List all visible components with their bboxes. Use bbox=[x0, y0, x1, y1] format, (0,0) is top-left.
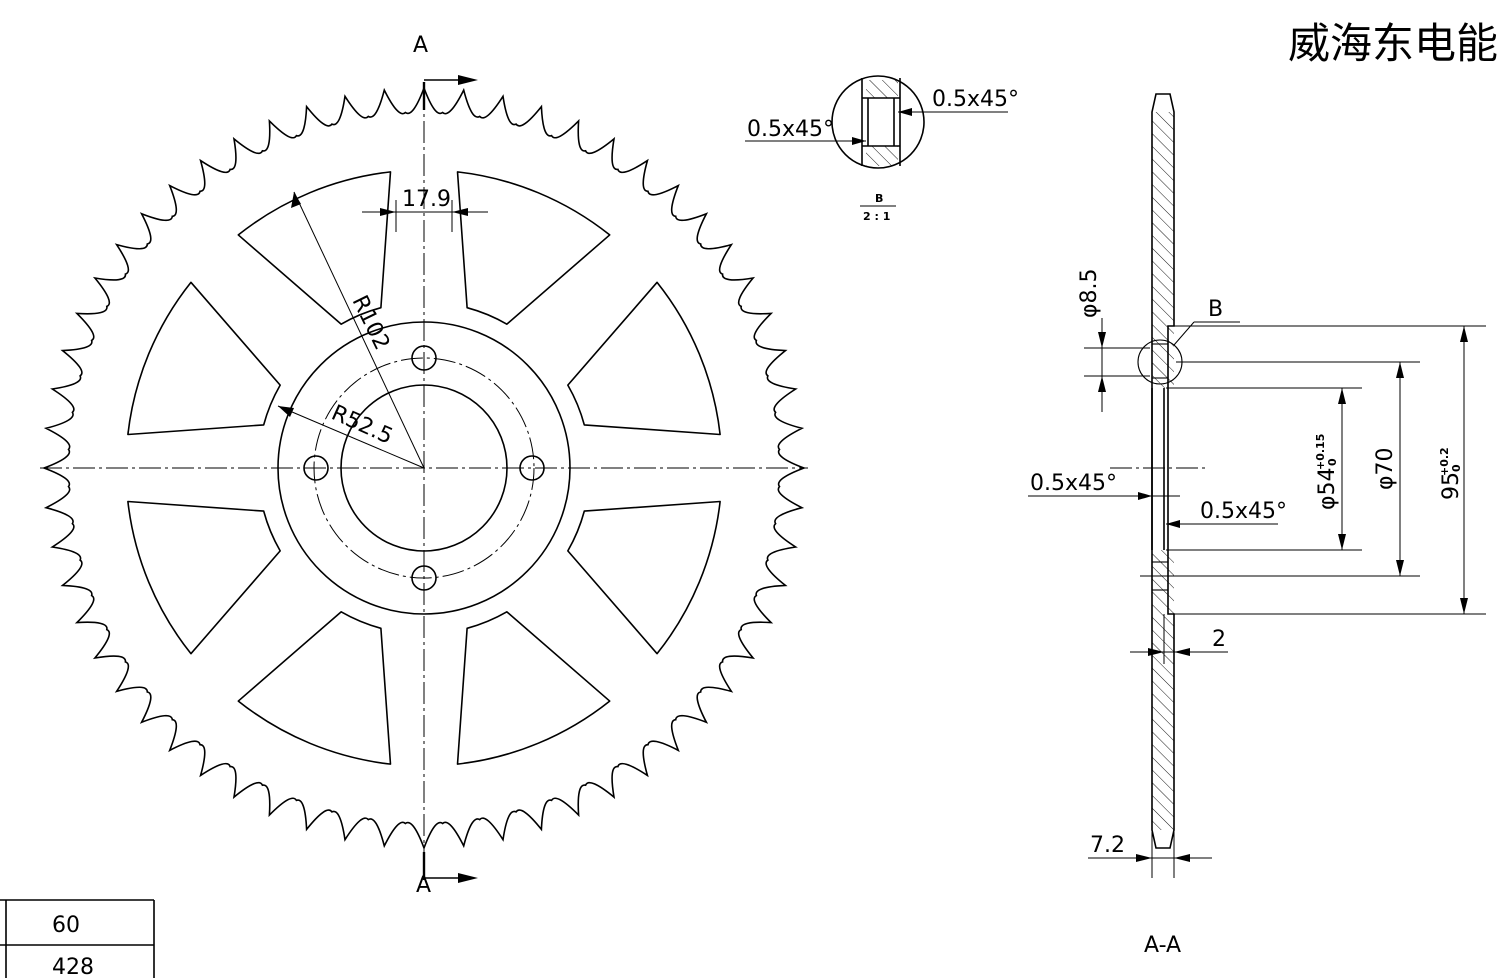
front-view: R102 R52.5 17.9 A A bbox=[40, 33, 808, 898]
hub-outer-circle bbox=[277, 321, 571, 615]
detail-b-circle bbox=[831, 75, 925, 169]
spoke-window-3 bbox=[567, 500, 721, 655]
spoke-width-arrow-left bbox=[380, 208, 396, 216]
r102-label: R102 bbox=[347, 292, 395, 354]
bore-arrow-top bbox=[1338, 388, 1346, 404]
thickness-label: 7.2 bbox=[1090, 833, 1125, 858]
detail-b-arrow-right bbox=[898, 108, 912, 116]
bore-arrow-bot bbox=[1338, 534, 1346, 550]
thickness-arrow-left bbox=[1136, 854, 1152, 862]
section-chamfer-right: 0.5x45° bbox=[1200, 499, 1287, 524]
pcd-arrow-top bbox=[1396, 362, 1404, 378]
hub-tol-upper: +0.2 bbox=[1438, 447, 1451, 476]
spoke-window-8 bbox=[237, 171, 392, 325]
hole-dia-label: φ8.5 bbox=[1077, 269, 1102, 319]
section-arrow-top-head bbox=[458, 75, 478, 85]
r525-arrow bbox=[278, 406, 294, 417]
step-label: 2 bbox=[1212, 627, 1226, 652]
r525-label: R52.5 bbox=[328, 401, 397, 450]
detail-b-label: B bbox=[875, 192, 883, 205]
step-arrow-left bbox=[1148, 648, 1164, 656]
bolt-hole-top bbox=[411, 345, 437, 371]
section-chamfer-left: 0.5x45° bbox=[1030, 471, 1117, 496]
section-chamfer-right-arrow bbox=[1166, 520, 1180, 528]
spec-table: 60 428 bbox=[0, 899, 155, 978]
pcd-arrow-bot bbox=[1396, 560, 1404, 576]
bore-circle bbox=[340, 384, 508, 552]
company-title: 威海东电能 bbox=[1288, 19, 1498, 68]
section-arrow-bottom-head bbox=[458, 873, 478, 883]
spec-table-chain: 428 bbox=[52, 955, 94, 978]
r102-dim-line bbox=[293, 191, 425, 469]
spoke-window-5 bbox=[237, 611, 392, 765]
pcd-label: φ70 bbox=[1373, 447, 1398, 490]
bore-dia-label: φ54 bbox=[1315, 467, 1340, 510]
section-mark-bottom: A bbox=[416, 873, 431, 898]
r525-dim-line bbox=[277, 405, 425, 469]
hub-arrow-bot bbox=[1460, 598, 1468, 614]
bolt-hole-right bbox=[519, 455, 545, 481]
detail-b-hatch-top bbox=[866, 80, 898, 98]
thickness-arrow-right bbox=[1174, 854, 1190, 862]
bore-tol-lower: 0 bbox=[1326, 458, 1339, 466]
bolt-hole-left bbox=[303, 455, 329, 481]
section-mark-top: A bbox=[413, 33, 428, 58]
spoke-windows bbox=[127, 171, 721, 765]
spoke-window-6 bbox=[127, 500, 281, 655]
spoke-width-arrow-right bbox=[452, 208, 468, 216]
detail-b-marker-leader bbox=[1173, 321, 1195, 346]
hub-arrow-top bbox=[1460, 326, 1468, 342]
hole-dia-arrow-top bbox=[1098, 332, 1106, 348]
spoke-width-label: 17.9 bbox=[402, 187, 451, 212]
section-view: B φ8.5 0.5x45° 0.5x45° φ54 +0.15 0 bbox=[1028, 93, 1486, 958]
detail-b-chamfer-right: 0.5x45° bbox=[932, 87, 1019, 112]
detail-b-arrow-left bbox=[852, 137, 866, 145]
detail-b-view: 0.5x45° 0.5x45° B 2 : 1 bbox=[745, 75, 1019, 223]
bolt-pitch-circle bbox=[313, 357, 535, 579]
section-body-lower bbox=[1152, 592, 1174, 830]
bolt-hole-bottom bbox=[411, 565, 437, 591]
section-body-upper bbox=[1152, 112, 1174, 344]
spec-table-teeth: 60 bbox=[52, 913, 80, 938]
section-detail-ref: B bbox=[1208, 297, 1223, 322]
detail-b-chamfer-left: 0.5x45° bbox=[747, 117, 834, 142]
spoke-window-1 bbox=[456, 171, 611, 325]
spoke-window-2 bbox=[567, 281, 721, 436]
r102-arrow bbox=[291, 192, 301, 208]
hub-dia-label: 95 bbox=[1439, 472, 1464, 500]
section-label: A-A bbox=[1144, 933, 1181, 958]
hub-tol-lower: 0 bbox=[1450, 464, 1463, 472]
detail-b-hatch-bottom bbox=[866, 146, 898, 166]
spoke-window-7 bbox=[127, 281, 281, 436]
detail-b-scale: 2 : 1 bbox=[863, 210, 890, 223]
spoke-window-4 bbox=[456, 611, 611, 765]
step-arrow-right bbox=[1174, 648, 1190, 656]
section-hub-lower bbox=[1152, 550, 1174, 592]
bore-tol-upper: +0.15 bbox=[1314, 434, 1327, 470]
hole-dia-arrow-bot bbox=[1098, 376, 1106, 392]
